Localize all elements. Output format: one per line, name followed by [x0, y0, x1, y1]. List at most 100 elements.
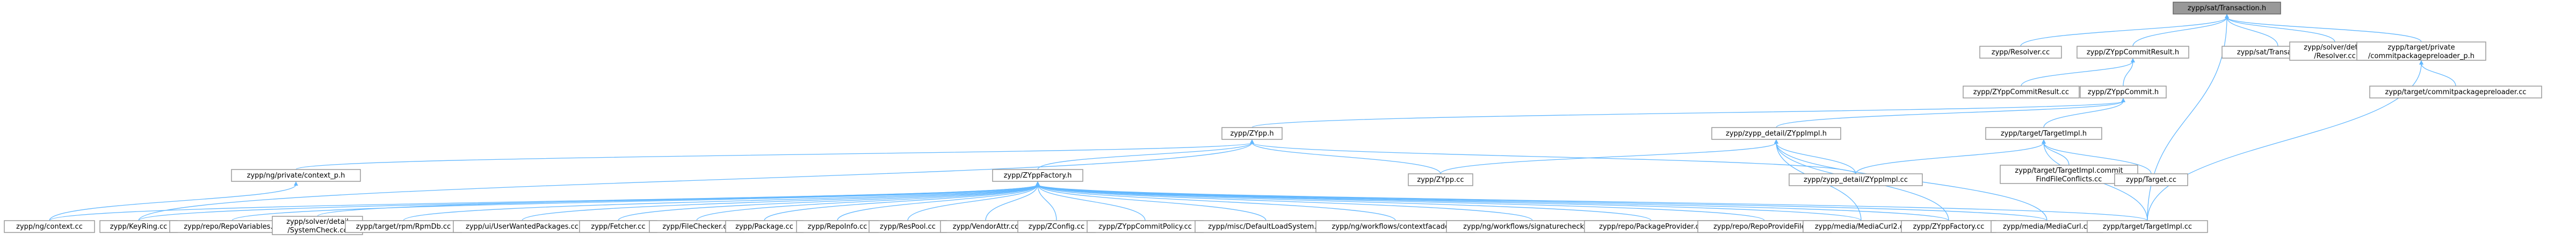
node-n-zconfig-cc[interactable]: zypp/ZConfig.cc: [1017, 220, 1096, 233]
node-n-findfileconflicts-cc[interactable]: zypp/target/TargetImpl.commitFindFileCon…: [2000, 165, 2138, 184]
arrowhead: [1774, 139, 1778, 144]
node-label: zypp/target/private: [2387, 44, 2455, 52]
node-n-zyppcommitresult-h[interactable]: zypp/ZYppCommitResult.h: [2076, 46, 2189, 59]
node-label: zypp/ZYppCommit.h: [2088, 88, 2159, 96]
node-n-zyppcommitpolicy-cc[interactable]: zypp/ZYppCommitPolicy.cc: [1087, 220, 1204, 233]
node-n-defaultloadsystem-cc[interactable]: zypp/misc/DefaultLoadSystem.cc: [1195, 220, 1337, 233]
node-label: zypp/Package.cc: [735, 223, 793, 231]
edge-n_zypp_h-to-n_context_p_h: [295, 142, 1253, 170]
node-n-vendorattr-cc[interactable]: zypp/VendorAttr.cc: [940, 220, 1031, 233]
node-n-keyringcontextfacade-cc[interactable]: zypp/ng/workflows/contextfacade.cc: [1315, 220, 1475, 233]
node-box: [4, 220, 95, 233]
node-label: zypp/ZYpp.cc: [1417, 176, 1464, 184]
node-n-zyppimpl-cc[interactable]: zypp/zypp_detail/ZYppImpl.cc: [1789, 173, 1923, 186]
edge-n_zyppfactory_h-to-n_targetimpl_cc: [1037, 184, 2148, 221]
node-n-zyppcommitresult-cc[interactable]: zypp/ZYppCommitResult.cc: [1963, 86, 2080, 98]
node-n-preloader-cc[interactable]: zypp/target/commitpackagepreloader.cc: [2369, 86, 2542, 98]
node-n-targetimpl-h[interactable]: zypp/target/TargetImpl.h: [1985, 127, 2102, 140]
edge-n_zyppfactory_h-to-n_defaultloadsystem_cc: [1037, 184, 1267, 221]
arrowhead: [2121, 98, 2125, 102]
node-n-context-cc[interactable]: zypp/ng/context.cc: [4, 220, 95, 233]
node-n-target-cc[interactable]: zypp/Target.cc: [2114, 173, 2188, 186]
edges-layer: [49, 14, 2456, 221]
node-label: zypp/target/TargetImpl.h: [2001, 130, 2087, 138]
node-label: zypp/target/TargetImpl.commit: [2015, 167, 2123, 175]
node-n-resolver-cc[interactable]: zypp/Resolver.cc: [1979, 46, 2062, 59]
node-n-filechecker-cc[interactable]: zypp/FileChecker.cc: [649, 220, 744, 233]
edge-n_zyppcommit_h-to-n_zyppimpl_h: [1776, 101, 2124, 128]
node-box: [2173, 2, 2281, 15]
node-n-package-cc[interactable]: zypp/Package.cc: [725, 220, 804, 233]
edge-n_targetimpl_h-to-n_zyppimpl_cc: [1855, 142, 2044, 174]
node-n-userwanted-cc[interactable]: zypp/ui/UserWantedPackages.cc: [453, 220, 591, 233]
edge-n_zypp_h-to-n_zyppfactory_h: [1037, 142, 1253, 170]
node-label: zypp/media/MediaCurl.cc: [2003, 223, 2091, 231]
node-n-targetimpl-cc[interactable]: zypp/target/TargetImpl.cc: [2087, 220, 2208, 233]
node-n-zyppimpl-h[interactable]: zypp/zypp_detail/ZYppImpl.h: [1711, 127, 1841, 140]
node-n-respool-cc[interactable]: zypp/ResPool.cc: [869, 220, 947, 233]
node-n-zypp-h[interactable]: zypp/ZYpp.h: [1221, 127, 1283, 140]
edge-n_zyppfactory_h-to-n_mediacurl2_cc: [1037, 184, 1862, 221]
edge-n_zyppfactory_h-to-n_packageprovider_cc: [1037, 184, 1652, 221]
node-label: zypp/zypp_detail/ZYppImpl.cc: [1804, 176, 1908, 184]
node-n-mediacurl2-cc[interactable]: zypp/media/MediaCurl2.cc: [1803, 220, 1920, 233]
node-n-zyppfactory-h[interactable]: zypp/ZYppFactory.h: [992, 169, 1083, 182]
node-n-keyring-cc[interactable]: zypp/KeyRing.cc: [99, 220, 178, 233]
edge-n_zyppfactory_h-to-n_repoinfo_cc: [837, 184, 1038, 221]
edge-n_zyppfactory_h-to-n_userwanted_cc: [522, 184, 1038, 221]
edge-n_zyppcommitresult_h-to-n_zyppcommitresult_cc: [2021, 61, 2133, 87]
edge-n_targetimpl_h-to-n_target_cc: [2043, 142, 2152, 174]
edge-n_context_p_h-to-n_context_cc: [49, 184, 296, 221]
arrowhead: [2131, 58, 2135, 62]
node-n-fetcher-cc[interactable]: zypp/Fetcher.cc: [579, 220, 657, 233]
node-label: zypp/zypp_detail/ZYppImpl.h: [1726, 130, 1827, 138]
edge-root-to-n_preloader_h: [2226, 17, 2422, 43]
node-box: [231, 169, 361, 182]
edge-n_zyppimpl_h-to-n_zyppimpl_cc: [1776, 142, 1856, 174]
node-n-packageprovider-cc[interactable]: zypp/repo/PackageProvider.cc: [1584, 220, 1718, 233]
arrowhead: [1250, 139, 1254, 144]
node-label: zypp/Fetcher.cc: [591, 223, 645, 231]
node-n-context-p-h[interactable]: zypp/ng/private/context_p.h: [231, 169, 361, 182]
node-label: zypp/ZYppCommitResult.cc: [1973, 88, 2069, 96]
node-label: zypp/ZYppCommitResult.h: [2087, 48, 2179, 57]
edge-n_zyppfactory_h-to-n_filechecker_cc: [696, 184, 1038, 221]
node-label: zypp/target/rpm/RpmDb.cc: [356, 223, 451, 231]
node-n-signaturecheckwf-cc[interactable]: zypp/ng/workflows/signaturecheckwf.cc: [1446, 220, 1619, 233]
node-box: [2076, 46, 2189, 59]
node-box: [1979, 46, 2062, 59]
node-label: zypp/repo/RepoProvideFile.cc: [1713, 223, 1815, 231]
arrowhead: [1036, 181, 1040, 186]
edge-n_zyppfactory_h-to-n_repovariables_cc: [231, 184, 1038, 221]
node-label: zypp/ResPool.cc: [880, 223, 936, 231]
node-label: zypp/ui/UserWantedPackages.cc: [466, 223, 578, 231]
node-label: zypp/ng/workflows/signaturecheckwf.cc: [1463, 223, 1602, 231]
node-label: zypp/Resolver.cc: [1992, 48, 2050, 57]
node-n-mediacurl-cc[interactable]: zypp/media/MediaCurl.cc: [1991, 220, 2103, 233]
edge-n_zyppfactory_h-to-n_rpmdb_cc: [403, 184, 1038, 221]
node-n-zypp-cc[interactable]: zypp/ZYpp.cc: [1408, 173, 1473, 186]
node-box: [1408, 173, 1473, 186]
node-n-repoinfo-cc[interactable]: zypp/RepoInfo.cc: [796, 220, 879, 233]
node-n-repoprovidefile-cc[interactable]: zypp/repo/RepoProvideFile.cc: [1697, 220, 1832, 233]
node-root[interactable]: zypp/sat/Transaction.h: [2173, 2, 2281, 15]
node-label: zypp/ZYpp.h: [1230, 130, 1273, 138]
edge-n_zyppfactory_h-to-n_repoprovidefile_cc: [1037, 184, 1765, 221]
edge-root-to-n_solver_resolver_cc: [2226, 17, 2335, 43]
node-box: [2080, 86, 2167, 98]
node-box: [992, 169, 1083, 182]
node-label: zypp/solver/detail: [2304, 44, 2366, 52]
node-label: /commitpackagepreloader_p.h: [2368, 52, 2474, 60]
node-n-zyppcommit-h[interactable]: zypp/ZYppCommit.h: [2080, 86, 2167, 98]
edge-n_zyppfactory_h-to-n_zyppfactory_cc: [1037, 184, 1949, 221]
node-n-rpmdb-cc[interactable]: zypp/target/rpm/RpmDb.cc: [345, 220, 462, 233]
edge-root-to-n_zyppcommitresult_h: [2132, 17, 2227, 47]
node-label: zypp/ZYppFactory.cc: [1913, 223, 1985, 231]
edge-n_zyppfactory_h-to-n_systemcheck_cc: [317, 184, 1038, 217]
edge-n_zypp_h-to-n_zypp_cc: [1251, 142, 1441, 174]
node-n-preloader-h[interactable]: zypp/target/private/commitpackagepreload…: [2356, 41, 2486, 61]
edge-n_zyppfactory_h-to-n_vendorattr_cc: [985, 184, 1038, 221]
node-label: FindFileConflicts.cc: [2036, 175, 2102, 184]
edge-n_zypp_h-to-n_keyring_cc: [138, 142, 1253, 221]
node-n-zyppfactory-cc[interactable]: zypp/ZYppFactory.cc: [1901, 220, 1996, 233]
